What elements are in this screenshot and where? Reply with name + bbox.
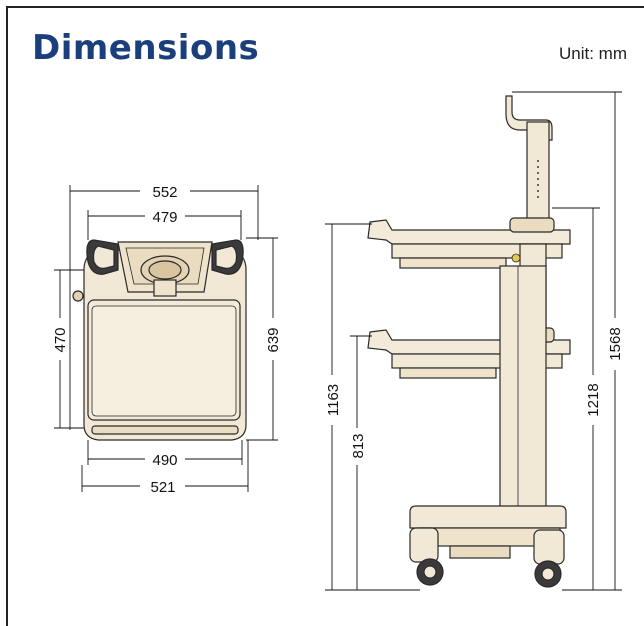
unit-label: Unit: mm xyxy=(559,44,627,63)
dim-552: 552 xyxy=(152,184,177,201)
top-view-dimensions xyxy=(54,185,278,492)
diagram-frame xyxy=(6,6,644,626)
page-title: Dimensions xyxy=(32,28,260,68)
top-view xyxy=(72,239,247,441)
side-view xyxy=(367,95,571,588)
main-column xyxy=(499,265,547,509)
dim-490: 490 xyxy=(152,452,177,469)
dim-813: 813 xyxy=(350,433,367,458)
dim-639: 639 xyxy=(265,327,282,352)
dim-479: 479 xyxy=(152,209,177,226)
dim-521: 521 xyxy=(150,479,175,496)
cart-base xyxy=(409,505,567,529)
side-view-dimensions xyxy=(325,91,622,591)
front-wheel xyxy=(409,527,444,586)
dim-1163: 1163 xyxy=(325,384,342,416)
dim-1218: 1218 xyxy=(585,383,602,416)
dim-470: 470 xyxy=(52,327,69,352)
upper-shelf xyxy=(367,219,571,245)
dim-1568: 1568 xyxy=(607,327,624,360)
rear-wheel xyxy=(533,529,565,588)
